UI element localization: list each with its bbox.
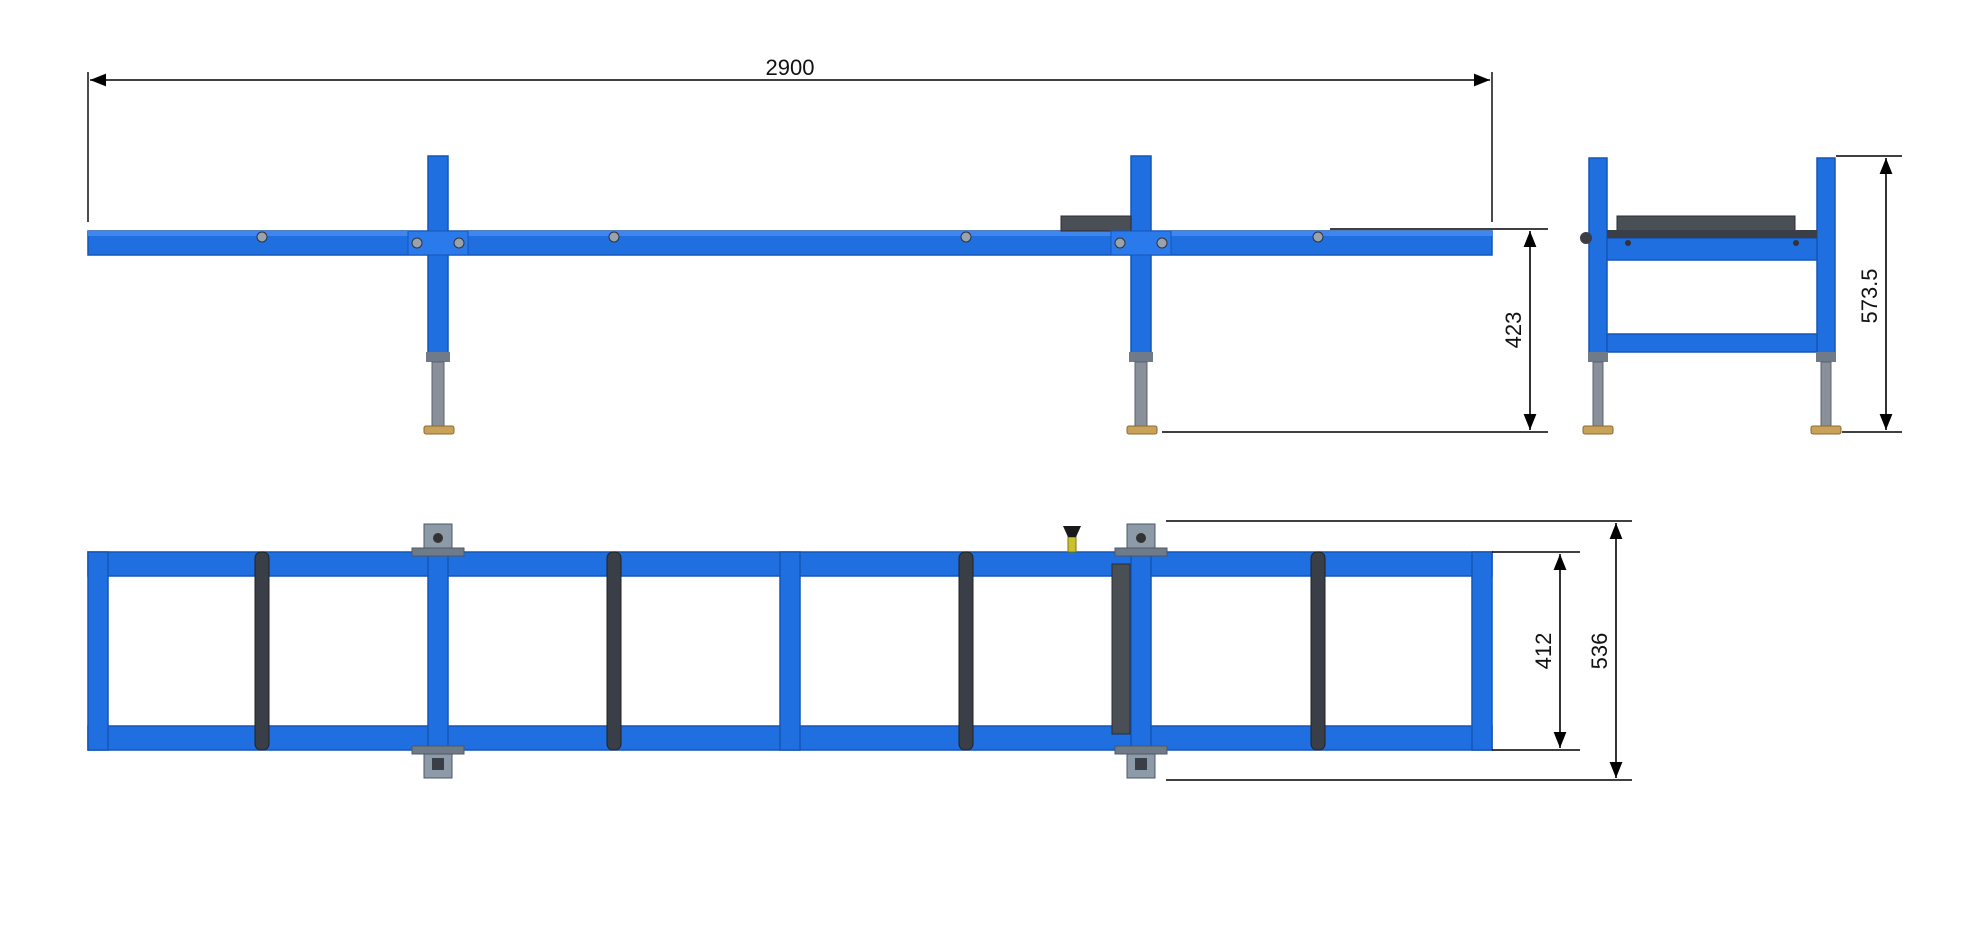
roller (1310, 551, 1326, 751)
side-left-foot-pad (423, 425, 455, 435)
end-right-collar (1816, 352, 1836, 362)
dimensions: 2900 423 573.5 412 536 (87, 55, 1902, 781)
side-view (87, 155, 1493, 435)
end-left-post (1588, 157, 1608, 357)
side-right-leg-screw (1134, 361, 1148, 429)
end-bottom-crossbar (1606, 333, 1818, 353)
end-top-crossbar (1606, 237, 1818, 261)
end-left-pad (1582, 425, 1614, 435)
end-right-screw (1820, 361, 1832, 429)
end-view (1580, 157, 1842, 435)
top-stop-plate (1111, 563, 1131, 735)
side-right-leg-collar (1129, 352, 1153, 362)
top-bracket-holes (432, 533, 1147, 770)
top-center-joint (779, 551, 801, 751)
dim-outer-width-label: 536 (1587, 633, 1612, 670)
roller (958, 551, 974, 751)
end-bolt (1625, 240, 1631, 246)
top-end-left (87, 551, 109, 751)
end-side-knob (1580, 232, 1592, 244)
side-left-leg-collar (426, 352, 450, 362)
knob-icon (1063, 526, 1081, 553)
roller (606, 551, 622, 751)
end-left-collar (1588, 352, 1608, 362)
side-bolts (256, 231, 1324, 249)
dim-length-label: 2900 (766, 55, 815, 80)
top-right-leg-crossbar (1130, 551, 1152, 751)
end-bolt (1793, 240, 1799, 246)
side-left-leg-screw (431, 361, 445, 429)
end-right-pad (1810, 425, 1842, 435)
top-rollers (254, 551, 1326, 751)
dim-inner-width-label: 412 (1531, 633, 1556, 670)
end-left-screw (1592, 361, 1604, 429)
dim-side-height-label: 423 (1501, 312, 1526, 349)
top-end-right (1471, 551, 1493, 751)
dim-end-height-label: 573.5 (1857, 268, 1882, 323)
side-right-foot-pad (1126, 425, 1158, 435)
end-right-post (1816, 157, 1836, 357)
roller (254, 551, 270, 751)
side-rail-highlight (88, 231, 1492, 236)
side-right-leg-post (1130, 155, 1152, 357)
top-view (87, 523, 1493, 779)
side-left-leg-post (427, 155, 449, 357)
side-stop-block (1060, 215, 1132, 232)
end-roller-axle (1607, 230, 1817, 238)
top-left-leg-crossbar (427, 551, 449, 751)
end-roller (1616, 215, 1796, 233)
